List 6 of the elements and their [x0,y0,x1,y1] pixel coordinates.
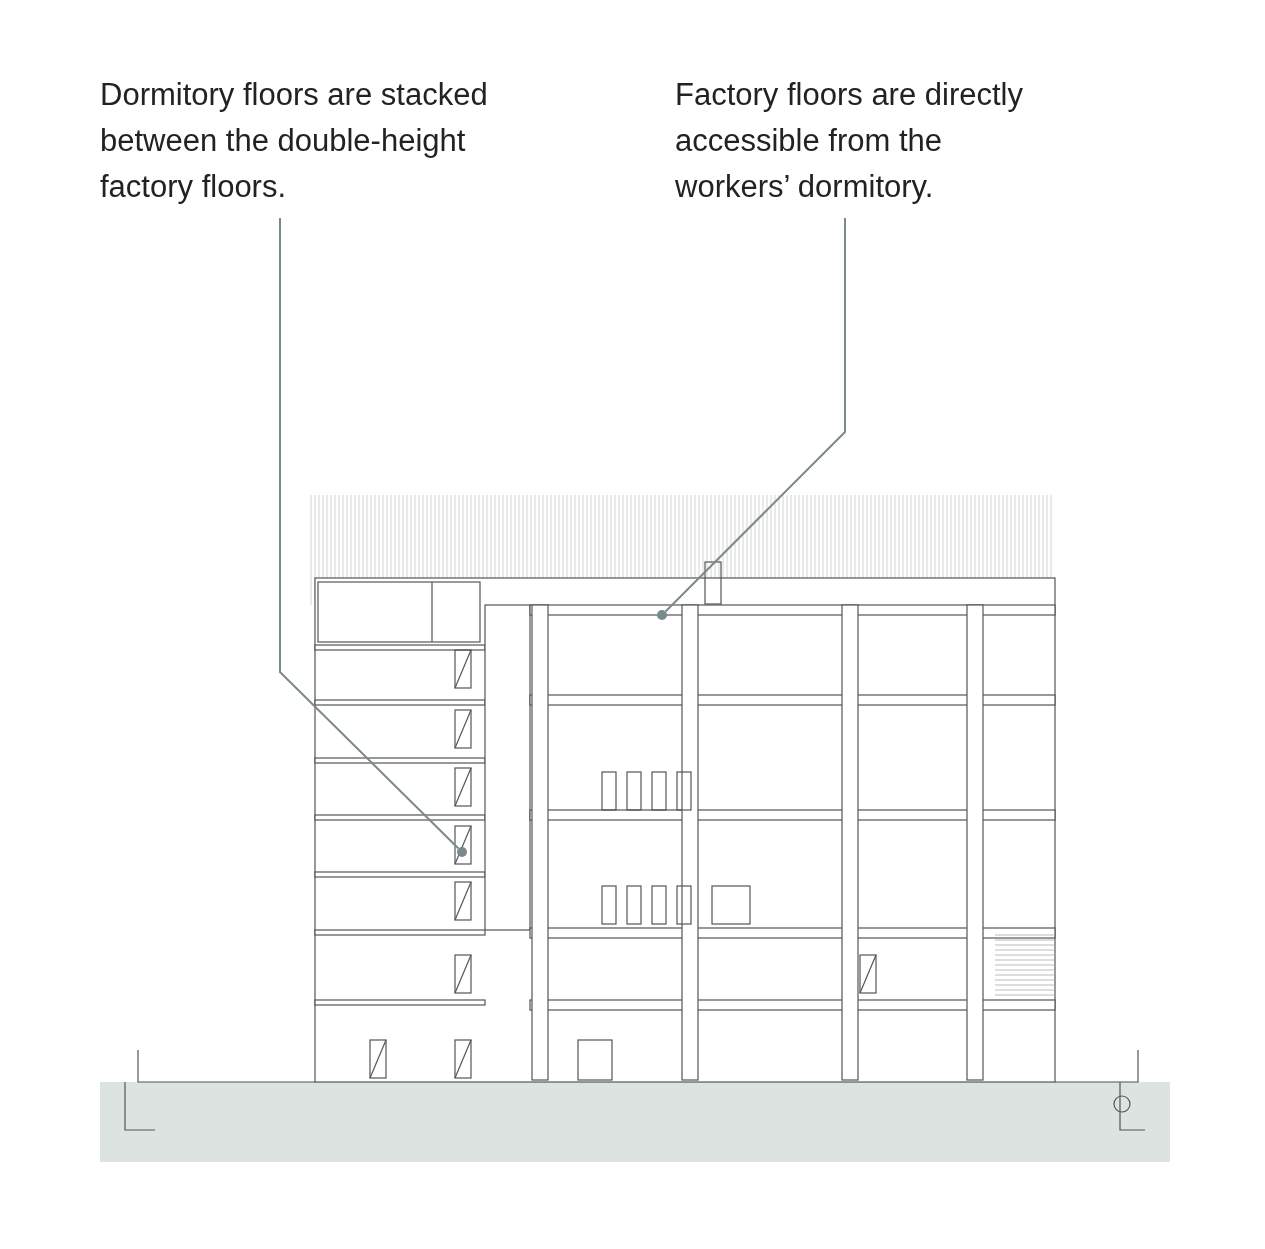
callout-text: Dormitory floors are stacked between the double-height factory floors. [100,72,530,210]
leader-dot [657,610,667,620]
leader-dot [457,847,467,857]
leader-line [664,217,846,613]
callout-text: Factory floors are directly accessible from the workers’ dormitory. [675,72,1035,210]
leader-line [279,217,460,850]
